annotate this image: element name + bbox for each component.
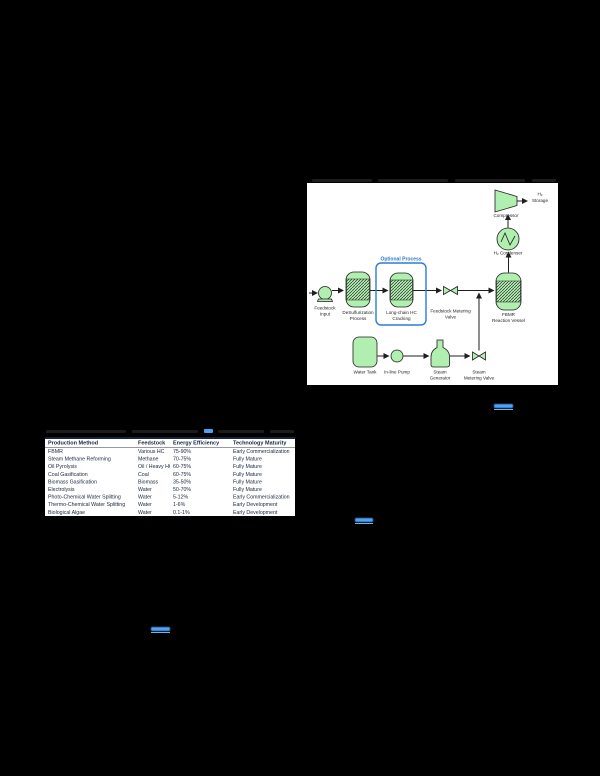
svg-text:Reaction Vessel: Reaction Vessel (492, 318, 525, 323)
ghost-caption-fragment (532, 179, 556, 182)
hyperlink-text-blur (494, 404, 513, 408)
ghost-caption-fragment (46, 430, 126, 433)
header-production-method: Production Method (48, 440, 99, 446)
caption-link-fragment[interactable] (204, 429, 213, 433)
compressor-icon (494, 189, 518, 213)
water-tank-icon (352, 336, 378, 368)
optional-process-label: Optional Process (380, 257, 421, 263)
optional-process-box (375, 262, 427, 326)
flow-lines (309, 198, 528, 359)
svg-text:Cracking: Cracking (392, 316, 411, 321)
header-technology-maturity: Technology Maturity (233, 440, 287, 446)
cracking-label: Long-chain HC (386, 310, 417, 315)
production-methods-table: Production Method Feedstock Energy Effic… (45, 437, 295, 516)
desulfurization-label: DeSulfurization (342, 310, 374, 315)
process-flow-diagram: Optional Process Feedstock Input DeSulfu… (309, 189, 549, 381)
header-energy-efficiency: Energy Efficiency (173, 440, 220, 446)
svg-text:Valve: Valve (445, 315, 457, 320)
steam-metering-valve-icon (472, 351, 486, 361)
inline-hyperlink[interactable] (494, 404, 513, 410)
inline-pump-label: In-line Pump (384, 370, 410, 375)
svg-text:Generator: Generator (430, 376, 451, 381)
feedstock-input-label: Feedstock (314, 306, 336, 311)
ghost-caption-fragment (132, 430, 198, 433)
feedstock-input-pump-icon (316, 286, 334, 302)
feedstock-valve-label: Feedstock Metering (430, 309, 471, 314)
ghost-caption-fragment (378, 179, 448, 182)
hyperlink-text-blur (151, 627, 170, 631)
ghost-caption-fragment (312, 179, 372, 182)
svg-text:Process: Process (350, 316, 367, 321)
condenser-label: H₂ Condenser (494, 251, 523, 256)
feedstock-metering-valve-icon (443, 285, 458, 296)
desulfurization-vessel-icon (345, 271, 371, 308)
inline-pump-icon (390, 349, 404, 363)
svg-text:Storage: Storage (532, 198, 549, 203)
cracking-vessel-icon (389, 272, 414, 308)
steam-valve-label: Steam (472, 370, 485, 375)
header-feedstock: Feedstock (138, 440, 166, 446)
inline-hyperlink[interactable] (151, 627, 170, 633)
h2-storage-label: H₂ (537, 192, 542, 197)
ghost-caption-fragment (270, 430, 294, 433)
hyperlink-text-blur (355, 518, 373, 522)
steam-generator-icon (430, 339, 450, 368)
water-tank-label: Water Tank (354, 370, 378, 375)
table-header-row: Production Method Feedstock Energy Effic… (45, 439, 295, 448)
svg-text:Metering Valve: Metering Valve (464, 376, 495, 381)
svg-text:Input: Input (320, 312, 331, 317)
h2-condenser-icon (496, 227, 520, 251)
fbmr-reaction-vessel-icon (495, 272, 522, 311)
compressor-label: Compressor (493, 213, 518, 218)
inline-hyperlink[interactable] (355, 518, 373, 524)
fbmr-label: FBMR (502, 312, 516, 317)
ghost-caption-fragment (455, 179, 525, 182)
steam-generator-label: Steam (433, 370, 446, 375)
ghost-caption-fragment (218, 430, 264, 433)
process-flow-figure-panel: Optional Process Feedstock Input DeSulfu… (307, 183, 558, 385)
